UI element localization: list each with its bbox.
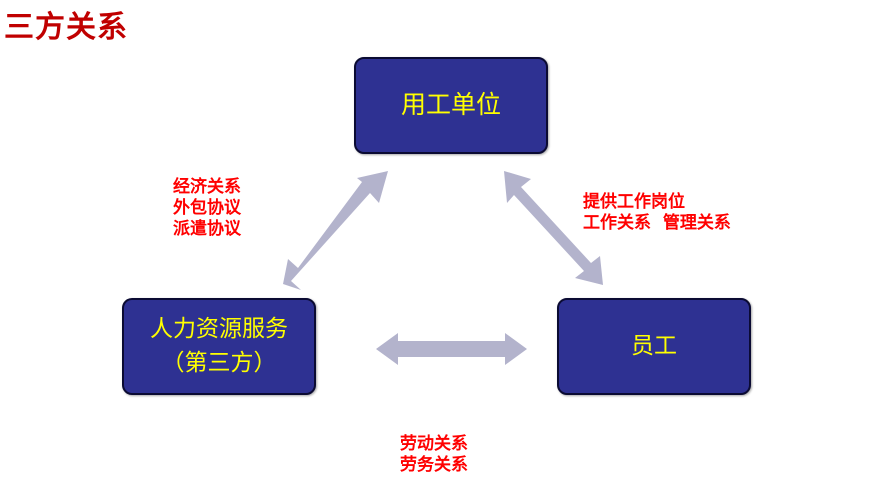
relation-work-management: 工作关系 管理关系 [583, 213, 731, 233]
relation-job-provision: 提供工作岗位 [583, 192, 685, 212]
hr-service-label: 人力资源服务 [150, 316, 288, 343]
page-title: 三方关系 [4, 10, 128, 45]
relation-service: 劳务关系 [400, 455, 468, 475]
double-arrow-agency-employer [283, 171, 388, 290]
relation-labor: 劳动关系 [400, 434, 468, 454]
third-party-label: （第三方） [161, 349, 277, 376]
employee-box: 员工 [557, 298, 751, 395]
relation-outsourcing: 外包协议 [173, 198, 241, 218]
employee-label: 员工 [631, 332, 677, 359]
agency-employee-relations: 劳动关系 劳务关系 [400, 434, 468, 476]
hr-service-box: 人力资源服务 （第三方） [122, 298, 316, 395]
employer-employee-relations: 提供工作岗位 工作关系 管理关系 [583, 192, 731, 234]
relation-economic: 经济关系 [173, 177, 241, 197]
double-arrow-employer-employee [504, 171, 603, 285]
employer-box: 用工单位 [354, 57, 548, 154]
relation-dispatch: 派遣协议 [173, 219, 241, 239]
employer-label: 用工单位 [400, 90, 501, 120]
agency-employer-relations: 经济关系 外包协议 派遣协议 [173, 177, 241, 240]
double-arrow-agency-employee [376, 333, 527, 365]
